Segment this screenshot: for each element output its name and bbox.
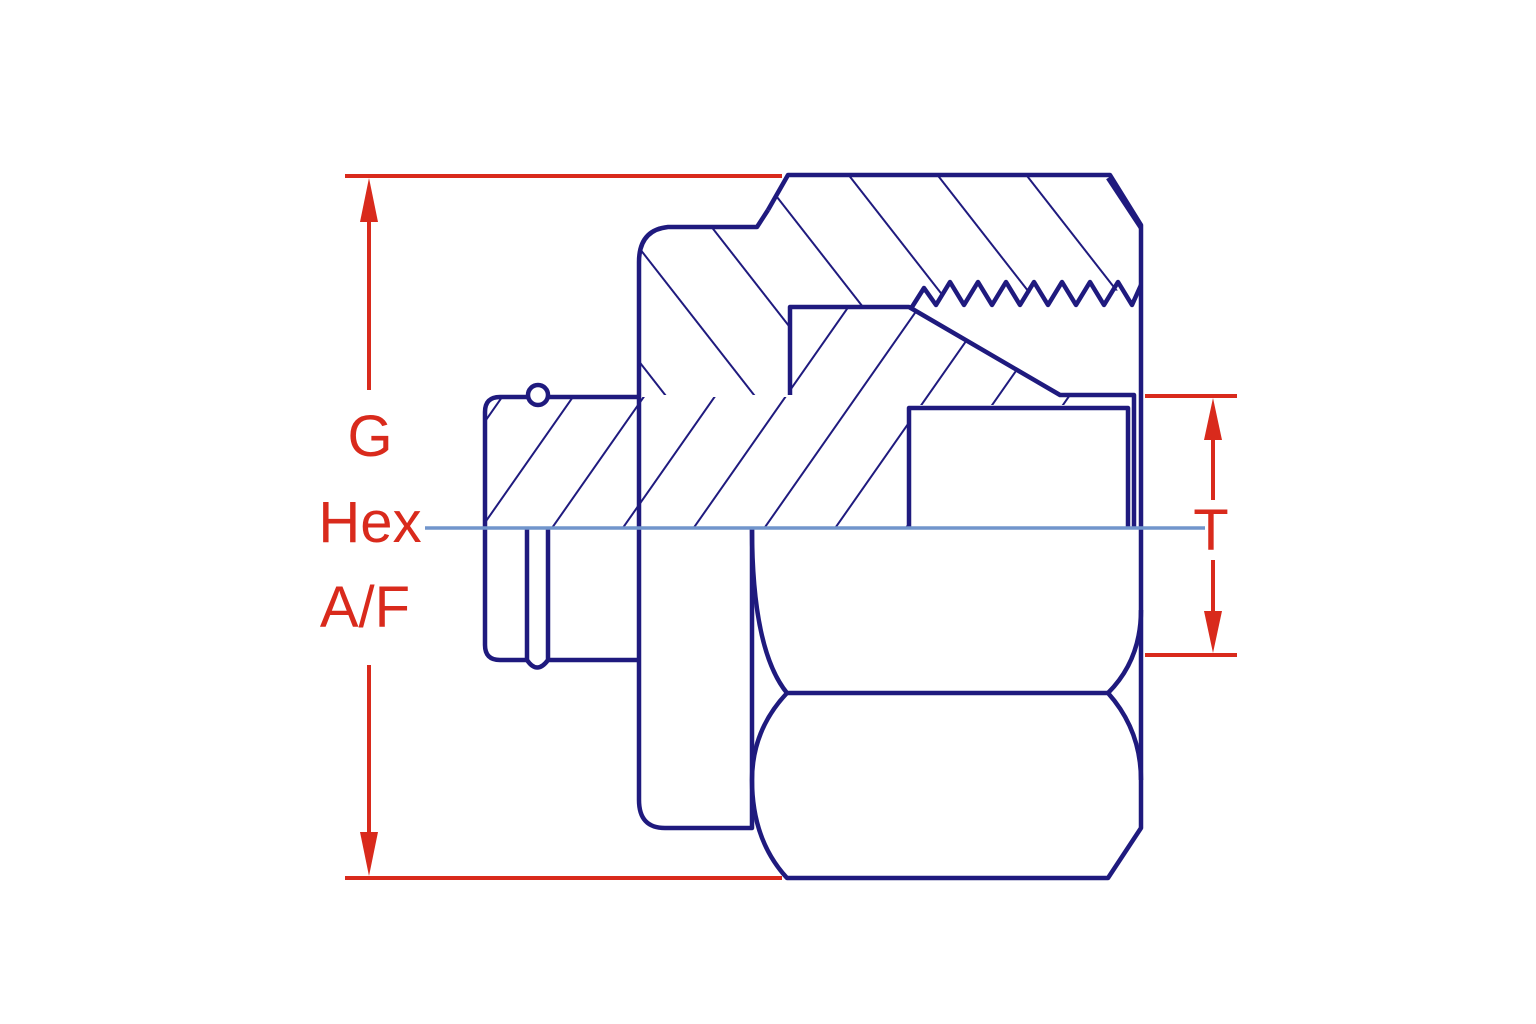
label-g: G <box>347 404 392 469</box>
arrow-down-icon <box>1204 611 1222 653</box>
label-t: T <box>1193 498 1228 563</box>
label-af: A/F <box>320 575 410 640</box>
arrow-down-icon <box>360 832 378 876</box>
dimension-t <box>1145 394 1237 657</box>
nut-hatch-region <box>639 175 1141 395</box>
nipple-hatch-region <box>485 307 1134 528</box>
label-hex: Hex <box>318 490 421 555</box>
arrow-up-icon <box>360 178 378 222</box>
arrow-up-icon <box>1204 398 1222 440</box>
dimension-g-hex-af <box>345 174 782 880</box>
